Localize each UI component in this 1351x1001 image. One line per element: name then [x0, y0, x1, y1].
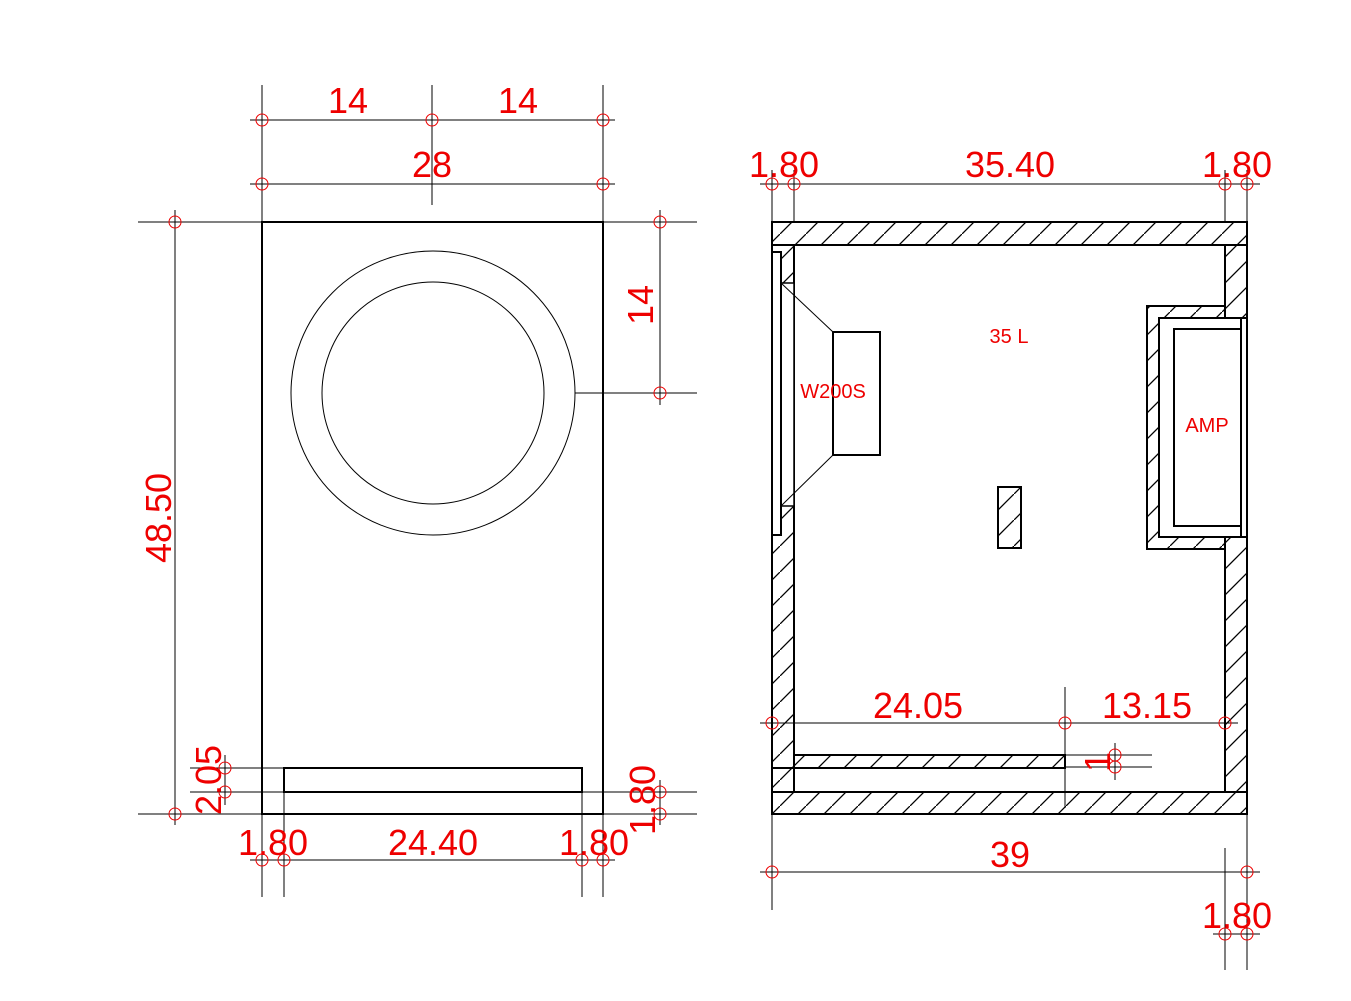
- cone-line-bottom: [780, 454, 834, 507]
- driver-frame: [771, 251, 782, 536]
- side-view: 35 L W200S AMP: [771, 221, 1248, 815]
- amp-cutout: [1158, 317, 1242, 538]
- front-panel: [261, 221, 604, 815]
- driver-label: W200S: [800, 381, 866, 403]
- dim-left-wall: 1.80: [238, 822, 308, 863]
- side-dimension-lines: [760, 170, 1260, 970]
- amp-label: AMP: [1185, 415, 1228, 437]
- dim-port-gap: 13.15: [1102, 685, 1192, 726]
- front-view: [261, 221, 604, 815]
- dim-top-right: 14: [498, 80, 538, 121]
- amp-plate: [1240, 317, 1248, 538]
- dim-total-width: 28: [412, 144, 452, 185]
- bottom-wall: [771, 791, 1248, 815]
- volume-label: 35 L: [990, 326, 1029, 348]
- driver-cutout: [780, 282, 795, 507]
- dim-bottom-panel: 1.80: [622, 765, 663, 835]
- dim-inner-depth: 35.40: [965, 144, 1055, 185]
- dim-total-depth: 39: [990, 834, 1030, 875]
- brace: [997, 486, 1022, 549]
- dim-height: 48.50: [138, 473, 179, 563]
- top-wall: [771, 221, 1248, 246]
- dim-bottom-right: 1.80: [1202, 895, 1272, 936]
- dim-driver-center: 14: [620, 285, 661, 325]
- driver-cone: [321, 281, 545, 505]
- cone-line-top: [780, 282, 834, 333]
- dim-top-left: 14: [328, 80, 368, 121]
- side-dimension-labels: 1.80 35.40 1.80 24.05 13.15 1 39 1.80: [749, 144, 1272, 936]
- port-plate: [793, 754, 1066, 769]
- dim-side-left-wall: 1.80: [749, 144, 819, 185]
- driver-outer-ring: [290, 250, 576, 536]
- dim-side-right-wall: 1.80: [1202, 144, 1272, 185]
- bass-port-slot: [283, 767, 583, 793]
- front-dimension-lines: [138, 85, 697, 897]
- dim-port-plate: 1: [1077, 752, 1118, 772]
- dim-right-wall: 1.80: [559, 822, 629, 863]
- dim-port-length: 24.05: [873, 685, 963, 726]
- dim-port-height: 2.05: [188, 745, 229, 815]
- dim-inner-width: 24.40: [388, 822, 478, 863]
- front-dimension-labels: 14 14 28 48.50 14 2.05 1.80 1.80 24.40 1…: [138, 80, 663, 863]
- driver-magnet: [832, 331, 881, 456]
